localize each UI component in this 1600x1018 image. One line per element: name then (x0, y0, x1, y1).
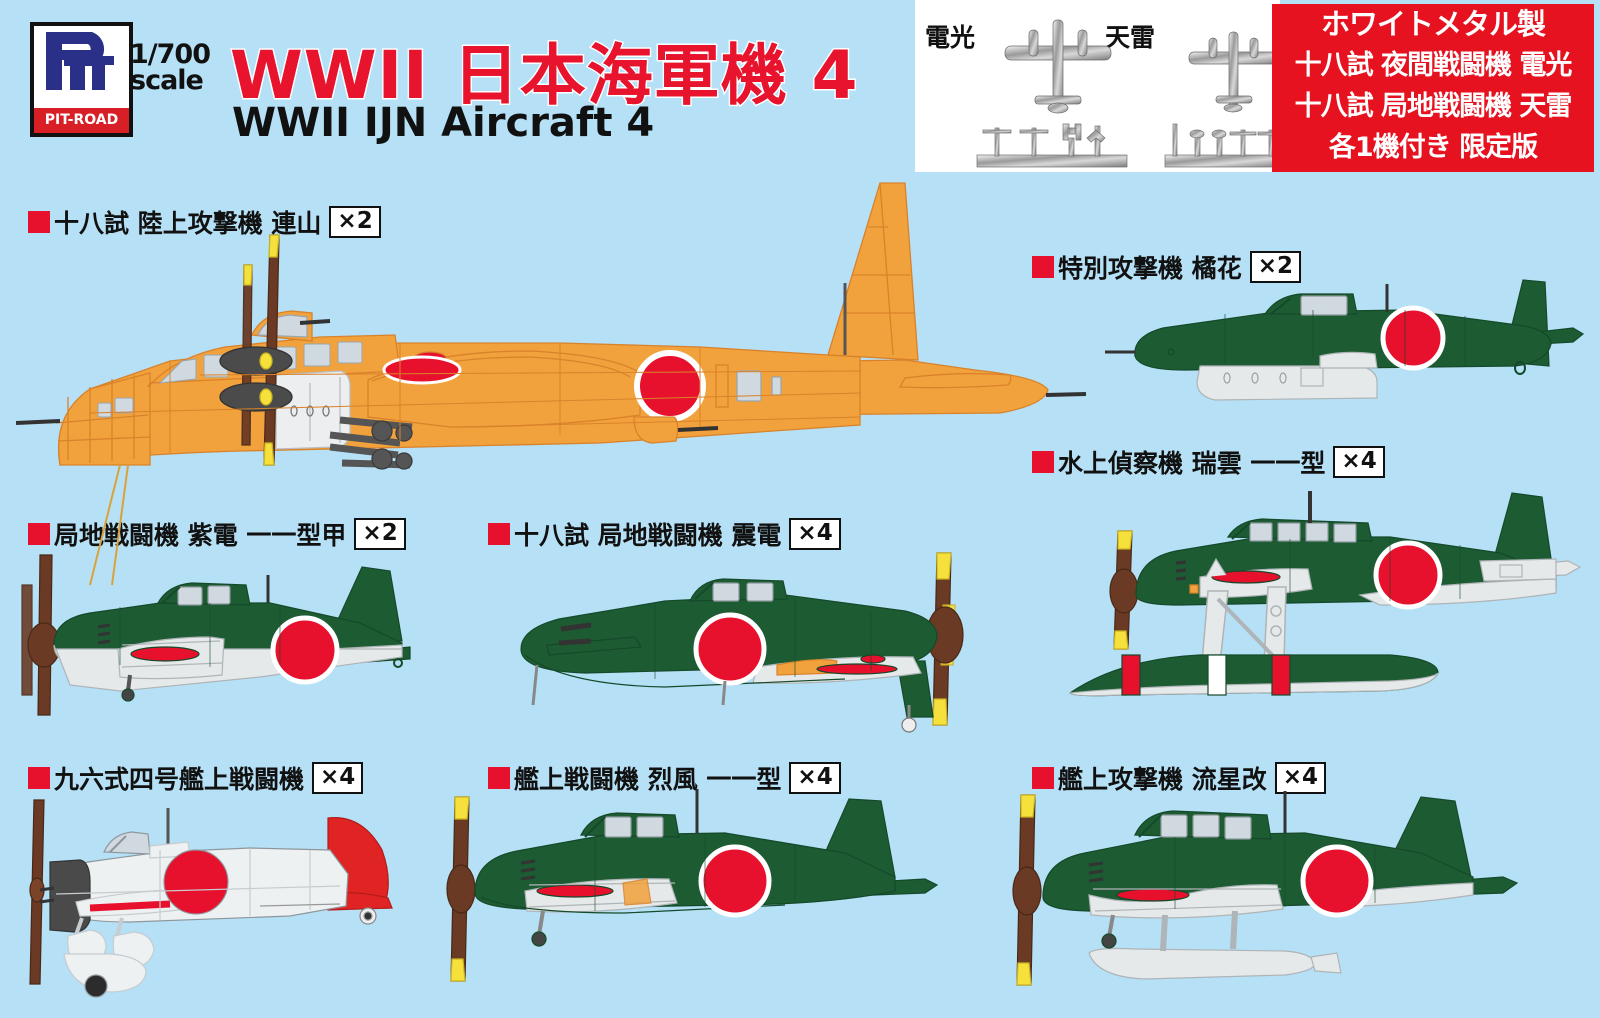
bullet-square-icon (488, 523, 510, 545)
caption-a5m4-qty: ×4 (312, 762, 364, 794)
logo-mark (34, 26, 129, 98)
page-title-jp: WWII 日本海軍機 4 (229, 36, 860, 116)
caption-zuiun-qty: ×4 (1333, 446, 1385, 478)
caption-zuiun-text: 水上偵察機 瑞雲 一一型 (1058, 449, 1326, 478)
banner-line-2: 十八試 夜間戦闘機 電光 (1294, 50, 1573, 81)
caption-shinden-qty: ×4 (789, 518, 841, 550)
caption-reppu: 艦上戦闘機 烈風 一一型 ×4 (488, 760, 841, 796)
logo-wordmark-text: PIT-ROAD (44, 112, 119, 128)
caption-ryusei: 艦上攻撃機 流星改 ×4 (1032, 760, 1326, 796)
caption-shinden: 十八試 局地戦闘機 震電 ×4 (488, 516, 841, 552)
bullet-square-icon (1032, 256, 1054, 278)
pit-road-logo: PIT-ROAD (30, 22, 133, 137)
caption-zuiun: 水上偵察機 瑞雲 一一型 ×4 (1032, 444, 1385, 480)
caption-reppu-qty: ×4 (789, 762, 841, 794)
bullet-square-icon (488, 767, 510, 789)
caption-ryusei-text: 艦上攻撃機 流星改 (1058, 765, 1267, 794)
bullet-square-icon (28, 211, 50, 233)
aircraft-illustration-zuiun (1068, 491, 1582, 697)
aircraft-illustration-kikka (1105, 279, 1585, 401)
caption-a5m4: 九六式四号艦上戦闘機 ×4 (28, 760, 364, 796)
caption-shinden-text: 十八試 局地戦闘機 震電 (514, 521, 782, 550)
caption-renzan-qty: ×2 (329, 206, 381, 238)
page-title-jp-fill: WWII 日本海軍機 4 (230, 37, 859, 114)
aircraft-illustration-a5m4 (29, 799, 393, 998)
denko-sprue (976, 123, 1128, 168)
page-title-en: WWII IJN Aircraft 4 (232, 100, 655, 146)
scale-label: 1/700 scale (130, 39, 211, 96)
aircraft-illustration-renzan (15, 182, 1087, 586)
aircraft-illustration-shinden (520, 552, 964, 733)
caption-renzan: 十八試 陸上攻撃機 連山 ×2 (28, 204, 381, 240)
aircraft-illustration-reppu (446, 789, 939, 982)
banner-line-1: ホワイトメタル製 (1320, 7, 1546, 41)
logo-wordmark: PIT-ROAD (34, 108, 129, 133)
caption-renzan-text: 十八試 陸上攻撃機 連山 (54, 209, 322, 238)
photo-label-denko: 電光 (925, 23, 976, 52)
caption-reppu-text: 艦上戦闘機 烈風 一一型 (514, 765, 782, 794)
caption-shiden-qty: ×2 (354, 518, 406, 550)
bullet-square-icon (28, 767, 50, 789)
aircraft-illustration-ryusei (1012, 791, 1519, 986)
scale-line-1: 1/700 (130, 39, 211, 70)
caption-kikka-text: 特別攻撃機 橘花 (1058, 254, 1242, 283)
bullet-square-icon (1032, 767, 1054, 789)
bullet-square-icon (28, 523, 50, 545)
scale-line-2: scale (130, 65, 204, 96)
caption-ryusei-qty: ×4 (1274, 762, 1326, 794)
denko-metal-model (1004, 19, 1112, 114)
tenrai-metal-model (1188, 31, 1280, 113)
aircraft-illustration-shiden (21, 554, 411, 716)
caption-kikka: 特別攻撃機 橘花 ×2 (1032, 249, 1301, 285)
banner-line-3: 十八試 局地戦闘機 天雷 (1294, 91, 1573, 122)
photo-label-tenrai: 天雷 (1105, 23, 1156, 52)
tenrai-sprue (1164, 123, 1286, 168)
metal-parts-photo: 電光 天雷 (915, 0, 1286, 172)
caption-a5m4-text: 九六式四号艦上戦闘機 (54, 765, 305, 794)
banner-line-4: 各1機付き 限定版 (1328, 132, 1538, 163)
limited-edition-banner: ホワイトメタル製 十八試 夜間戦闘機 電光 十八試 局地戦闘機 天雷 各1機付き… (1272, 4, 1594, 172)
bullet-square-icon (1032, 451, 1054, 473)
caption-kikka-qty: ×2 (1249, 251, 1301, 283)
